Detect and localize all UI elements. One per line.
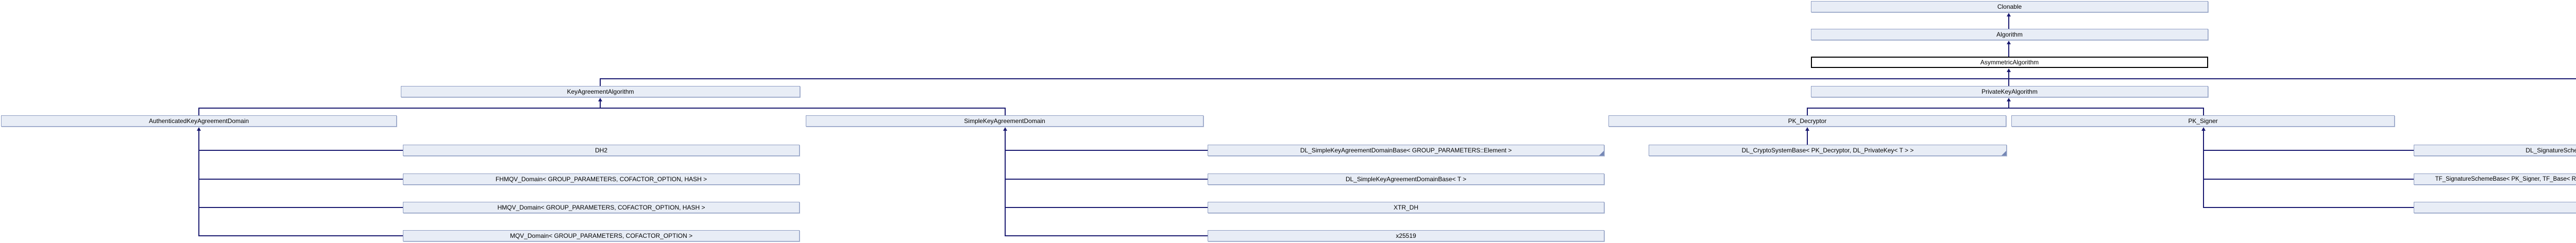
- class-node-hmqv-domain[interactable]: HMQV_Domain< GROUP_PARAMETERS, COFACTOR_…: [403, 202, 800, 213]
- branch-to-x25519: [1005, 235, 1208, 236]
- class-node-xtr-dh[interactable]: XTR_DH: [1208, 202, 1604, 213]
- class-node-fhmqv-domain-label: FHMQV_Domain< GROUP_PARAMETERS, COFACTOR…: [495, 176, 707, 183]
- inheritance-arrowhead-icon: [1805, 127, 1809, 131]
- class-node-dl-simple-key-agreement-domain-base-t[interactable]: DL_SimpleKeyAgreementDomainBase< T >: [1208, 173, 1604, 185]
- inheritance-arrowhead-icon: [197, 127, 201, 131]
- class-node-dl-simple-key-agreement-domain-base-t-label: DL_SimpleKeyAgreementDomainBase< T >: [1345, 176, 1467, 183]
- class-node-private-key-algorithm-label: PrivateKeyAlgorithm: [1981, 88, 2038, 95]
- trunk-authenticated-domain-children: [198, 130, 199, 236]
- edge-rail-drop-pk-signer: [2203, 108, 2204, 115]
- class-node-dh2[interactable]: DH2: [403, 145, 800, 156]
- branch-to-tf-sig-signer: [2203, 179, 2414, 180]
- class-node-dl-signatureschemebase-pk-signer-label: DL_SignatureSchemeBase< PK_Signer, DL_Pr…: [2526, 147, 2576, 154]
- trunk-simple-domain-children: [1005, 130, 1006, 236]
- class-node-pk-signer-label: PK_Signer: [2188, 117, 2218, 125]
- edge-rail-drop-authenticated-domain: [198, 108, 199, 115]
- edge-rail-asymmetric-children: [600, 78, 2576, 79]
- class-node-pk-signer[interactable]: PK_Signer: [2011, 115, 2395, 127]
- class-node-asymmetric-algorithm-label: AsymmetricAlgorithm: [1980, 59, 2039, 66]
- class-node-x25519[interactable]: x25519: [1208, 230, 1604, 241]
- branch-to-dl-skad-t: [1005, 179, 1208, 180]
- edge-rail-drop-key-agreement-algorithm: [600, 78, 601, 86]
- inheritance-arrowhead-icon: [2007, 41, 2011, 44]
- edge-rail-private-key-children: [1807, 108, 2204, 109]
- class-node-clonable-label: Clonable: [1997, 3, 2022, 10]
- inheritance-arrowhead-icon: [1003, 127, 1007, 131]
- class-node-clonable[interactable]: Clonable: [1811, 1, 2208, 12]
- class-node-simple-key-agreement-domain[interactable]: SimpleKeyAgreementDomain: [806, 115, 1204, 127]
- branch-to-ed25519signer: [2203, 207, 2414, 208]
- branch-to-dl-sig-signer: [2203, 150, 2414, 151]
- trunk-pk-signer-children: [2203, 130, 2204, 208]
- class-node-dl-simple-key-agreement-domain-base-element[interactable]: DL_SimpleKeyAgreementDomainBase< GROUP_P…: [1208, 145, 1604, 156]
- inheritance-arrowhead-icon: [2007, 98, 2011, 101]
- edge-asymmetric-to-algorithm: [2008, 44, 2009, 57]
- class-node-pk-decryptor-label: PK_Decryptor: [1788, 117, 1827, 125]
- truncated-graph-corner-icon: [2002, 151, 2006, 155]
- class-node-key-agreement-algorithm-label: KeyAgreementAlgorithm: [567, 88, 634, 95]
- class-node-x25519-label: x25519: [1396, 232, 1416, 239]
- class-node-algorithm-label: Algorithm: [1996, 31, 2023, 38]
- inheritance-arrowhead-icon: [2201, 127, 2206, 131]
- class-node-dl-simple-key-agreement-domain-base-element-label: DL_SimpleKeyAgreementDomainBase< GROUP_P…: [1300, 147, 1512, 154]
- class-node-authenticated-key-agreement-domain[interactable]: AuthenticatedKeyAgreementDomain: [1, 115, 397, 127]
- class-node-fhmqv-domain[interactable]: FHMQV_Domain< GROUP_PARAMETERS, COFACTOR…: [403, 173, 800, 185]
- class-node-tf-signatureschemebase-pk-signer-label: TF_SignatureSchemeBase< PK_Signer, TF_Ba…: [2435, 176, 2576, 182]
- class-node-pk-decryptor[interactable]: PK_Decryptor: [1608, 115, 2006, 127]
- inheritance-arrowhead-icon: [2007, 68, 2011, 72]
- branch-to-fhmqv: [198, 179, 403, 180]
- class-node-dh2-label: DH2: [595, 147, 607, 154]
- inheritance-arrowhead-icon: [598, 98, 602, 101]
- branch-to-dh2: [198, 150, 403, 151]
- class-node-xtr-dh-label: XTR_DH: [1393, 204, 1418, 211]
- class-node-hmqv-domain-label: HMQV_Domain< GROUP_PARAMETERS, COFACTOR_…: [497, 204, 705, 211]
- class-node-authenticated-key-agreement-domain-label: AuthenticatedKeyAgreementDomain: [148, 117, 249, 125]
- edge-dl-cryptosystem-to-pk-decryptor: [1807, 130, 1808, 145]
- class-node-asymmetric-algorithm: AsymmetricAlgorithm: [1811, 57, 2208, 68]
- class-node-mqv-domain[interactable]: MQV_Domain< GROUP_PARAMETERS, COFACTOR_O…: [403, 230, 800, 241]
- class-node-ed25519signer[interactable]: ed25519Signer: [2414, 202, 2576, 213]
- class-node-mqv-domain-label: MQV_Domain< GROUP_PARAMETERS, COFACTOR_O…: [510, 232, 693, 239]
- inheritance-arrowhead-icon: [2007, 13, 2011, 16]
- edge-key-agreement-down: [600, 101, 601, 108]
- edge-rail-drop-simple-domain: [1005, 108, 1006, 115]
- truncated-graph-corner-icon: [1599, 151, 1604, 155]
- branch-to-xtr-dh: [1005, 207, 1208, 208]
- branch-to-dl-skad-element: [1005, 150, 1208, 151]
- class-node-key-agreement-algorithm[interactable]: KeyAgreementAlgorithm: [401, 86, 800, 97]
- class-node-dl-cryptosystembase-pk-decryptor-label: DL_CryptoSystemBase< PK_Decryptor, DL_Pr…: [1741, 147, 1914, 154]
- class-node-private-key-algorithm[interactable]: PrivateKeyAlgorithm: [1811, 86, 2208, 97]
- class-node-simple-key-agreement-domain-label: SimpleKeyAgreementDomain: [964, 117, 1045, 125]
- branch-to-hmqv: [198, 207, 403, 208]
- edge-rail-key-agreement-children: [198, 108, 1006, 109]
- edge-private-key-down: [2008, 101, 2009, 108]
- edge-rail-drop-pk-decryptor: [1807, 108, 1808, 115]
- class-node-dl-signatureschemebase-pk-signer[interactable]: DL_SignatureSchemeBase< PK_Signer, DL_Pr…: [2414, 145, 2576, 156]
- class-node-algorithm[interactable]: Algorithm: [1811, 29, 2208, 40]
- edge-algorithm-to-clonable: [2008, 16, 2009, 29]
- class-node-tf-signatureschemebase-pk-signer[interactable]: TF_SignatureSchemeBase< PK_Signer, TF_Ba…: [2414, 173, 2576, 185]
- class-node-dl-cryptosystembase-pk-decryptor[interactable]: DL_CryptoSystemBase< PK_Decryptor, DL_Pr…: [1649, 145, 2007, 156]
- branch-to-mqv: [198, 235, 403, 236]
